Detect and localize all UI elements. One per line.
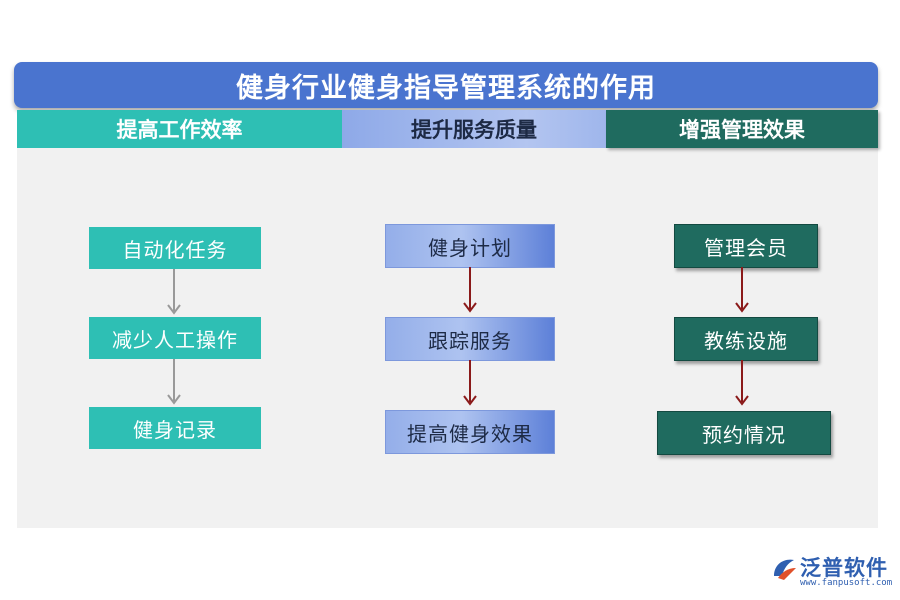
arrow-down-3a (735, 267, 749, 313)
node-fitness-plan: 健身计划 (385, 224, 555, 268)
node-improve-fitness-results: 提高健身效果 (385, 410, 555, 454)
brand-logo: 泛普软件 www.fanpusoft.com (770, 552, 895, 594)
arrow-down-3b (735, 360, 749, 406)
arrow-down-1b (167, 359, 181, 405)
diagram-title: 健身行业健身指导管理系统的作用 (14, 62, 878, 108)
brand-url: www.fanpusoft.com (800, 578, 893, 588)
node-fitness-records: 健身记录 (89, 407, 261, 449)
node-booking-status: 预约情况 (657, 411, 831, 455)
node-automation-tasks: 自动化任务 (89, 227, 261, 269)
node-manage-members: 管理会员 (674, 224, 818, 268)
node-tracking-service: 跟踪服务 (385, 317, 555, 361)
column-header-efficiency: 提高工作效率 (17, 110, 342, 148)
node-reduce-manual-work: 减少人工操作 (89, 317, 261, 359)
arrow-down-2b (463, 360, 477, 406)
brand-name: 泛普软件 (800, 556, 888, 580)
fanpu-logo-icon (774, 559, 796, 580)
arrow-down-2a (463, 267, 477, 313)
arrow-down-1a (167, 269, 181, 315)
column-header-management: 增强管理效果 (606, 110, 878, 148)
node-coach-facilities: 教练设施 (674, 317, 818, 361)
column-header-service: 提升服务质量 (342, 110, 606, 148)
